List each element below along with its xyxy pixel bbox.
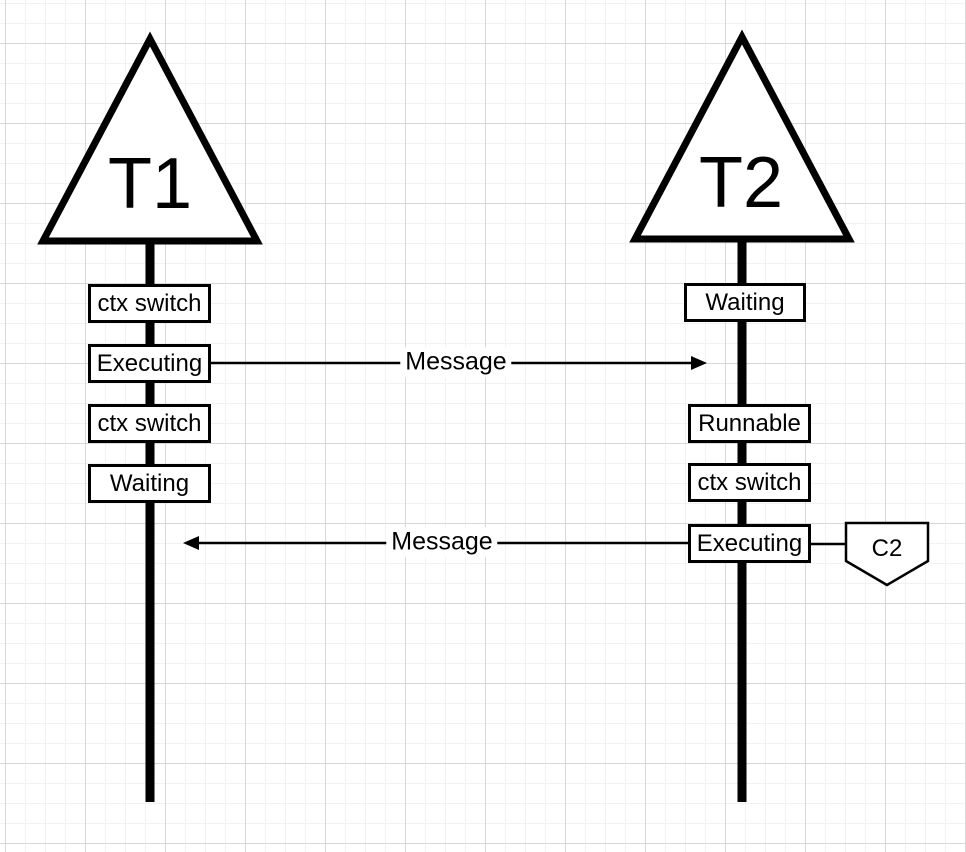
- message-arrowhead-right-icon: [691, 356, 707, 370]
- thread-t2-head-triangle[interactable]: [629, 29, 855, 243]
- c2-annotation-shape[interactable]: [844, 521, 930, 587]
- c2-label[interactable]: C2: [871, 535, 903, 562]
- thread-t1-head-triangle[interactable]: [37, 31, 263, 245]
- state-box-t2-ctx-switch[interactable]: ctx switch: [688, 463, 811, 502]
- thread-t1-label[interactable]: T1: [107, 144, 193, 224]
- state-box-t2-runnable[interactable]: Runnable: [688, 404, 811, 443]
- message-label-t2-to-t1[interactable]: Message: [386, 527, 498, 557]
- state-box-t2-waiting[interactable]: Waiting: [684, 283, 806, 322]
- state-box-t1-executing[interactable]: Executing: [88, 344, 211, 383]
- message-arrowhead-left-icon: [183, 536, 199, 550]
- state-box-t1-ctx-switch-1[interactable]: ctx switch: [88, 284, 211, 323]
- state-box-t1-ctx-switch-2[interactable]: ctx switch: [88, 404, 211, 443]
- state-box-t1-waiting[interactable]: Waiting: [88, 464, 211, 503]
- thread-t2-label[interactable]: T2: [698, 143, 784, 223]
- state-box-t2-executing[interactable]: Executing: [688, 524, 811, 563]
- message-label-t1-to-t2[interactable]: Message: [400, 347, 512, 377]
